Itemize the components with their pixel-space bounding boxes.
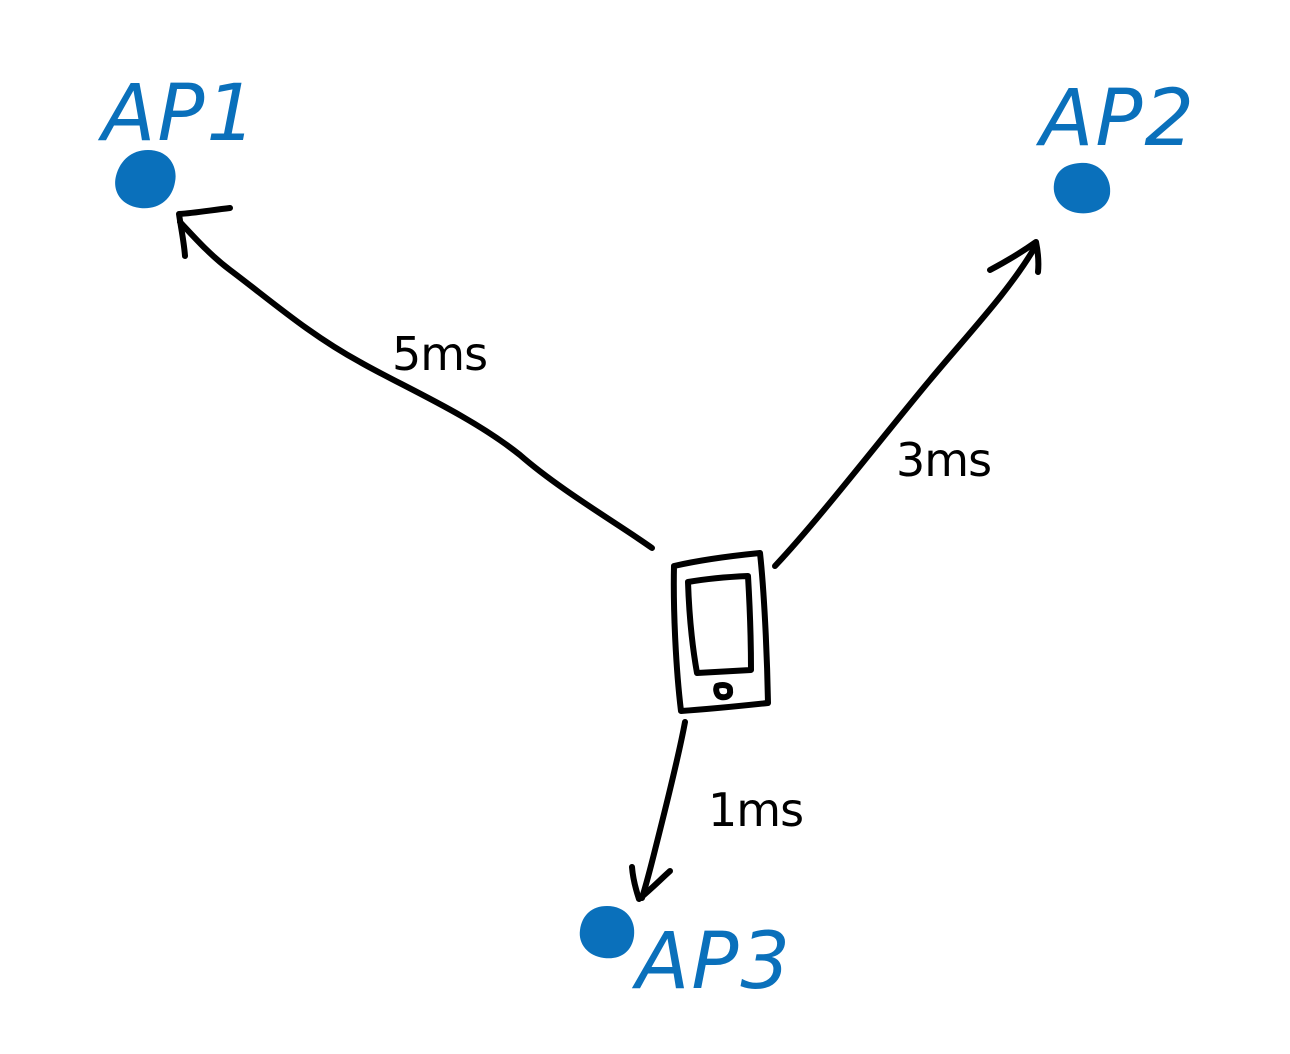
link-ap1-line xyxy=(177,219,655,551)
ap2-label: AP2 xyxy=(1035,74,1196,164)
smartphone-icon xyxy=(670,550,771,714)
link-ap2-line xyxy=(772,244,1038,569)
phone-body xyxy=(670,550,771,714)
link-ap2-arrowhead xyxy=(987,239,1042,275)
link-ap3-latency: 1ms xyxy=(708,783,803,837)
link-ap1-arrowhead xyxy=(176,205,233,259)
ap1-node xyxy=(115,150,176,209)
link-ap3-arrowhead xyxy=(629,864,673,902)
link-ap3-line xyxy=(639,719,688,901)
ap1-label: AP1 xyxy=(97,69,258,159)
link-ap2-latency: 3ms xyxy=(896,433,991,487)
ap3-node xyxy=(579,906,635,959)
access-point-ap2: AP2 xyxy=(1035,74,1196,214)
phone-screen xyxy=(685,573,754,676)
ap3-label: AP3 xyxy=(631,917,792,1007)
link-ap1-latency: 5ms xyxy=(392,327,487,381)
link-to-ap3: 1ms xyxy=(629,719,804,902)
phone-home-button xyxy=(713,682,734,701)
link-to-ap1: 5ms xyxy=(176,205,655,551)
access-point-ap1: AP1 xyxy=(97,69,258,209)
ap2-node xyxy=(1053,162,1111,214)
access-point-ap3: AP3 xyxy=(579,906,792,1007)
link-to-ap2: 3ms xyxy=(772,239,1042,569)
